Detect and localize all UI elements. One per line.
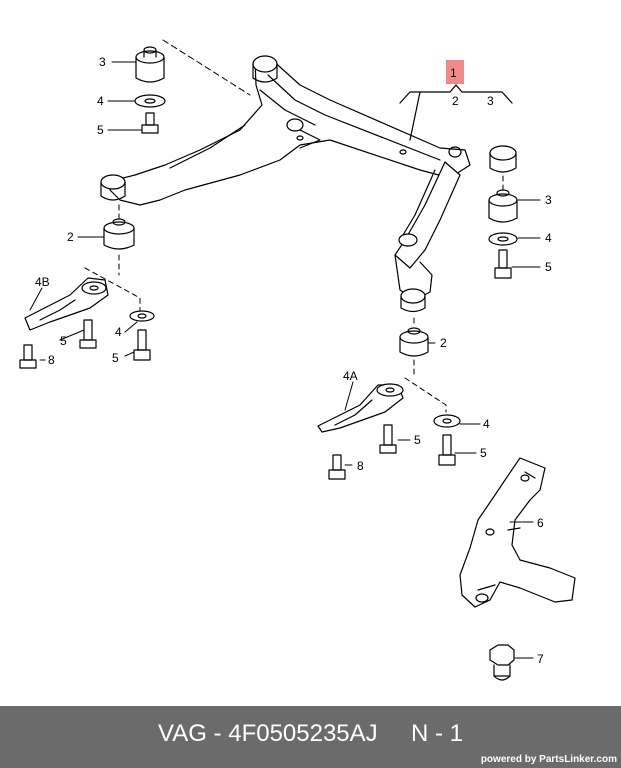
leader-lines: [29, 61, 541, 659]
bolt-5-4B: [79, 319, 97, 349]
label-4A: 4A: [343, 369, 358, 383]
callout-3: 3: [487, 94, 494, 108]
bushing-upper-right: [488, 189, 518, 223]
bolt-5b-4B: [133, 329, 151, 361]
footer-bar: VAG - 4F0505235AJ N - 1 powered by Parts…: [0, 706, 621, 768]
label-5b-4A: 5: [480, 446, 487, 460]
bushing-lower-left: [103, 218, 135, 250]
label-3-left: 3: [99, 55, 106, 69]
label-4-left: 4: [97, 94, 104, 108]
arm-4B: [24, 277, 109, 331]
label-8-4B: 8: [48, 353, 55, 367]
label-2-left: 2: [67, 230, 74, 244]
arm-4A: [317, 383, 404, 433]
label-5-4A: 5: [414, 433, 421, 447]
washer-4-4B: [129, 310, 155, 322]
bracket-6: [459, 457, 576, 608]
label-4B: 4B: [35, 275, 50, 289]
washer-upper-right: [488, 232, 518, 246]
label-5b-4B: 5: [112, 351, 119, 365]
callout-2: 2: [452, 94, 459, 108]
callout-bracket-1: [399, 84, 513, 141]
bushing-lower-right: [399, 327, 429, 357]
label-2-right: 2: [440, 336, 447, 350]
label-7: 7: [537, 652, 544, 666]
label-5-4B: 5: [60, 334, 67, 348]
label-4-4B: 4: [115, 325, 122, 339]
label-4-4A: 4: [483, 417, 490, 431]
subframe-body: [100, 55, 517, 313]
callout-1: 1: [450, 66, 457, 80]
bolt-8-4B: [19, 344, 37, 369]
subframe-exploded-diagram: 1 2 3 3 4 5 2 3 4 5 2 4B 5 8 4 5 4A 5 8 …: [19, 39, 576, 681]
label-6: 6: [537, 516, 544, 530]
bolt-5-4A: [379, 424, 397, 454]
bolt-upper-left: [141, 112, 159, 134]
bolt-8-4A: [328, 454, 346, 480]
label-4-right: 4: [545, 231, 552, 245]
brand-watermark: powered by PartsLinker.com: [480, 754, 617, 765]
highlight-callout-1: [446, 60, 464, 84]
label-5-right: 5: [545, 260, 552, 274]
nut-7: [489, 644, 515, 681]
bushing-upper-left: [135, 46, 165, 83]
part-number-text: VAG - 4F0505235AJ N - 1: [157, 720, 464, 747]
washer-4-4A: [433, 414, 461, 428]
bolt-upper-right: [494, 249, 512, 279]
label-8-4A: 8: [357, 459, 364, 473]
bolt-5b-4A: [438, 434, 456, 466]
label-5-left: 5: [97, 123, 104, 137]
washer-upper-left: [134, 94, 166, 108]
label-3-right: 3: [545, 193, 552, 207]
